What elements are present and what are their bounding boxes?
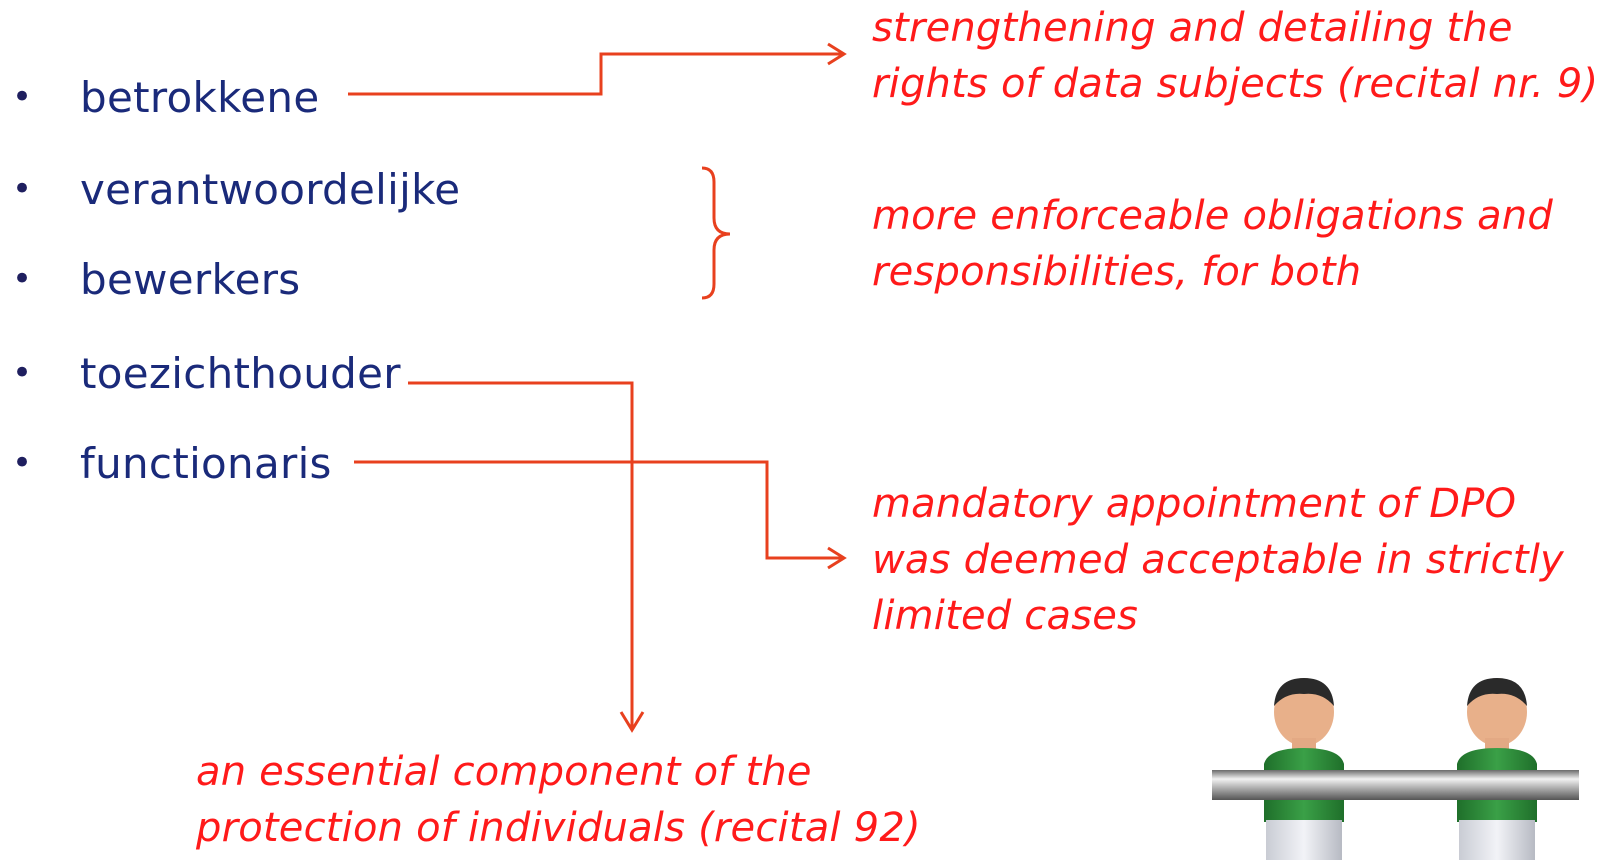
- note-line: responsibilities, for both: [872, 249, 1362, 295]
- bullet-dot: •: [12, 77, 33, 117]
- arrow-head-rights: [827, 42, 847, 66]
- arrow-head-dpo: [827, 546, 847, 570]
- note-line: limited cases: [872, 593, 1139, 639]
- note-line: rights of data subjects (recital nr. 9): [872, 61, 1598, 107]
- note-dpo-appointment: mandatory appointment of DPO was deemed …: [872, 476, 1564, 644]
- bullet-label: toezichthouder: [80, 348, 401, 398]
- note-data-subjects-rights: strengthening and detailing the rights o…: [872, 0, 1598, 112]
- foosball-rod: [1212, 770, 1579, 800]
- foosball-figure-left: [1264, 678, 1344, 860]
- table-football-players-image: [1212, 672, 1579, 860]
- bullet-dot: •: [12, 443, 33, 483]
- connector-toezichthouder: [408, 381, 634, 728]
- connector-betrokkene: [348, 52, 842, 96]
- note-line: more enforceable obligations and: [872, 193, 1553, 239]
- bullet-label: functionaris: [80, 438, 332, 488]
- bullet-item-toezichthouder: • toezichthouder: [12, 348, 401, 398]
- bullet-item-verantwoordelijke: • verantwoordelijke: [12, 164, 460, 214]
- note-supervisor: an essential component of the protection…: [196, 744, 921, 856]
- foosball-figure-right: [1457, 678, 1537, 860]
- note-line: an essential component of the: [196, 749, 812, 795]
- bullet-item-bewerkers: • bewerkers: [12, 254, 300, 304]
- note-line: protection of individuals (recital 92): [196, 805, 921, 851]
- bullet-item-betrokkene: • betrokkene: [12, 72, 319, 122]
- note-obligations: more enforceable obligations and respons…: [872, 188, 1553, 300]
- bullet-item-functionaris: • functionaris: [12, 438, 332, 488]
- bullet-label: betrokkene: [80, 72, 320, 122]
- bullet-dot: •: [12, 259, 33, 299]
- bullet-label: bewerkers: [80, 254, 301, 304]
- note-line: mandatory appointment of DPO: [872, 481, 1517, 527]
- note-line: strengthening and detailing the: [872, 5, 1513, 51]
- curly-brace: [701, 166, 731, 300]
- bullet-dot: •: [12, 353, 33, 393]
- foosball-figurines-illustration: [1212, 678, 1579, 860]
- bullet-label: verantwoordelijke: [80, 164, 461, 214]
- arrow-head-recital92: [619, 711, 645, 733]
- connector-functionaris: [354, 460, 842, 560]
- note-line: was deemed acceptable in strictly: [872, 537, 1564, 583]
- bullet-dot: •: [12, 169, 33, 209]
